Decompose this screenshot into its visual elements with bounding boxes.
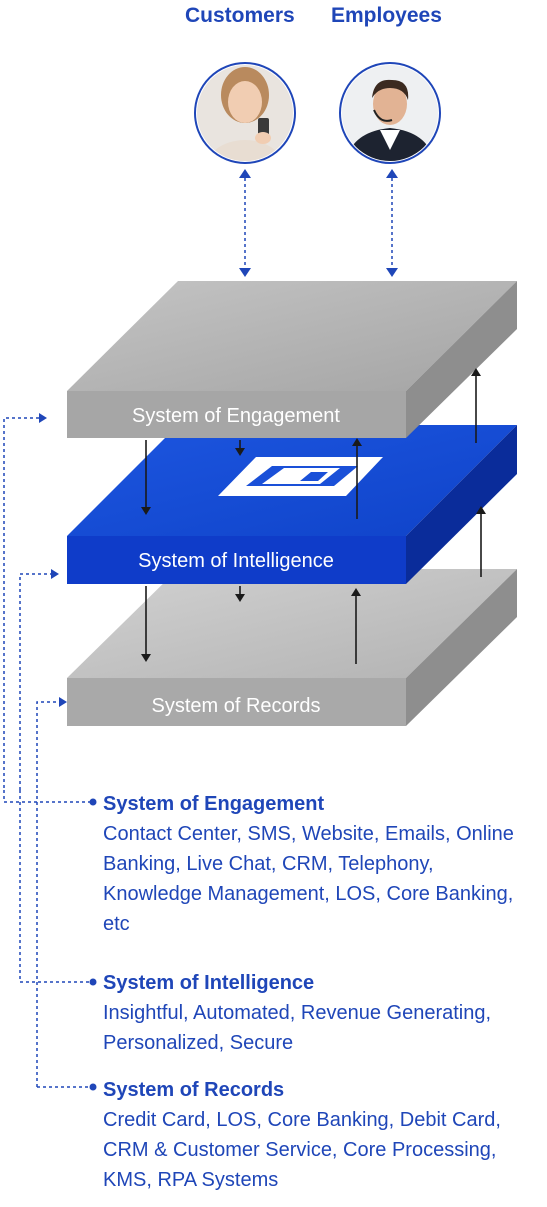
legend-records-title: System of Records bbox=[103, 1079, 285, 1101]
customer-avatar bbox=[194, 62, 296, 164]
platform-logo-icon bbox=[218, 457, 383, 496]
legend-records: System of Records Credit Card, LOS, Core… bbox=[103, 1075, 523, 1195]
engagement-layer: System of Engagement bbox=[67, 281, 517, 438]
employee-avatar bbox=[339, 62, 441, 164]
legend-connector-heads bbox=[39, 413, 67, 707]
customers-label: Customers bbox=[185, 4, 295, 27]
legend-intelligence-title: System of Intelligence bbox=[103, 972, 315, 994]
records-layer: System of Records bbox=[67, 569, 517, 726]
engagement-layer-label: System of Engagement bbox=[132, 405, 340, 427]
legend-engagement-title: System of Engagement bbox=[103, 793, 325, 815]
legend-records-description: Credit Card, LOS, Core Banking, Debit Ca… bbox=[103, 1109, 501, 1191]
legend-engagement-description: Contact Center, SMS, Website, Emails, On… bbox=[103, 823, 514, 935]
legend-connectors bbox=[3, 417, 60, 790]
intelligence-layer: System of Intelligence bbox=[67, 425, 517, 584]
employees-label: Employees bbox=[331, 4, 442, 27]
legend-bullets bbox=[3, 790, 97, 1091]
system-stack-diagram: System of Records System of Intelligence… bbox=[3, 62, 517, 790]
records-layer-label: System of Records bbox=[152, 695, 321, 717]
legend-engagement: System of Engagement Contact Center, SMS… bbox=[103, 789, 523, 939]
flow-arrows bbox=[141, 368, 486, 664]
legend-intelligence-description: Insightful, Automated, Revenue Generatin… bbox=[103, 1002, 492, 1054]
intelligence-layer-label: System of Intelligence bbox=[138, 550, 334, 572]
legend-intelligence: System of Intelligence Insightful, Autom… bbox=[103, 968, 523, 1058]
